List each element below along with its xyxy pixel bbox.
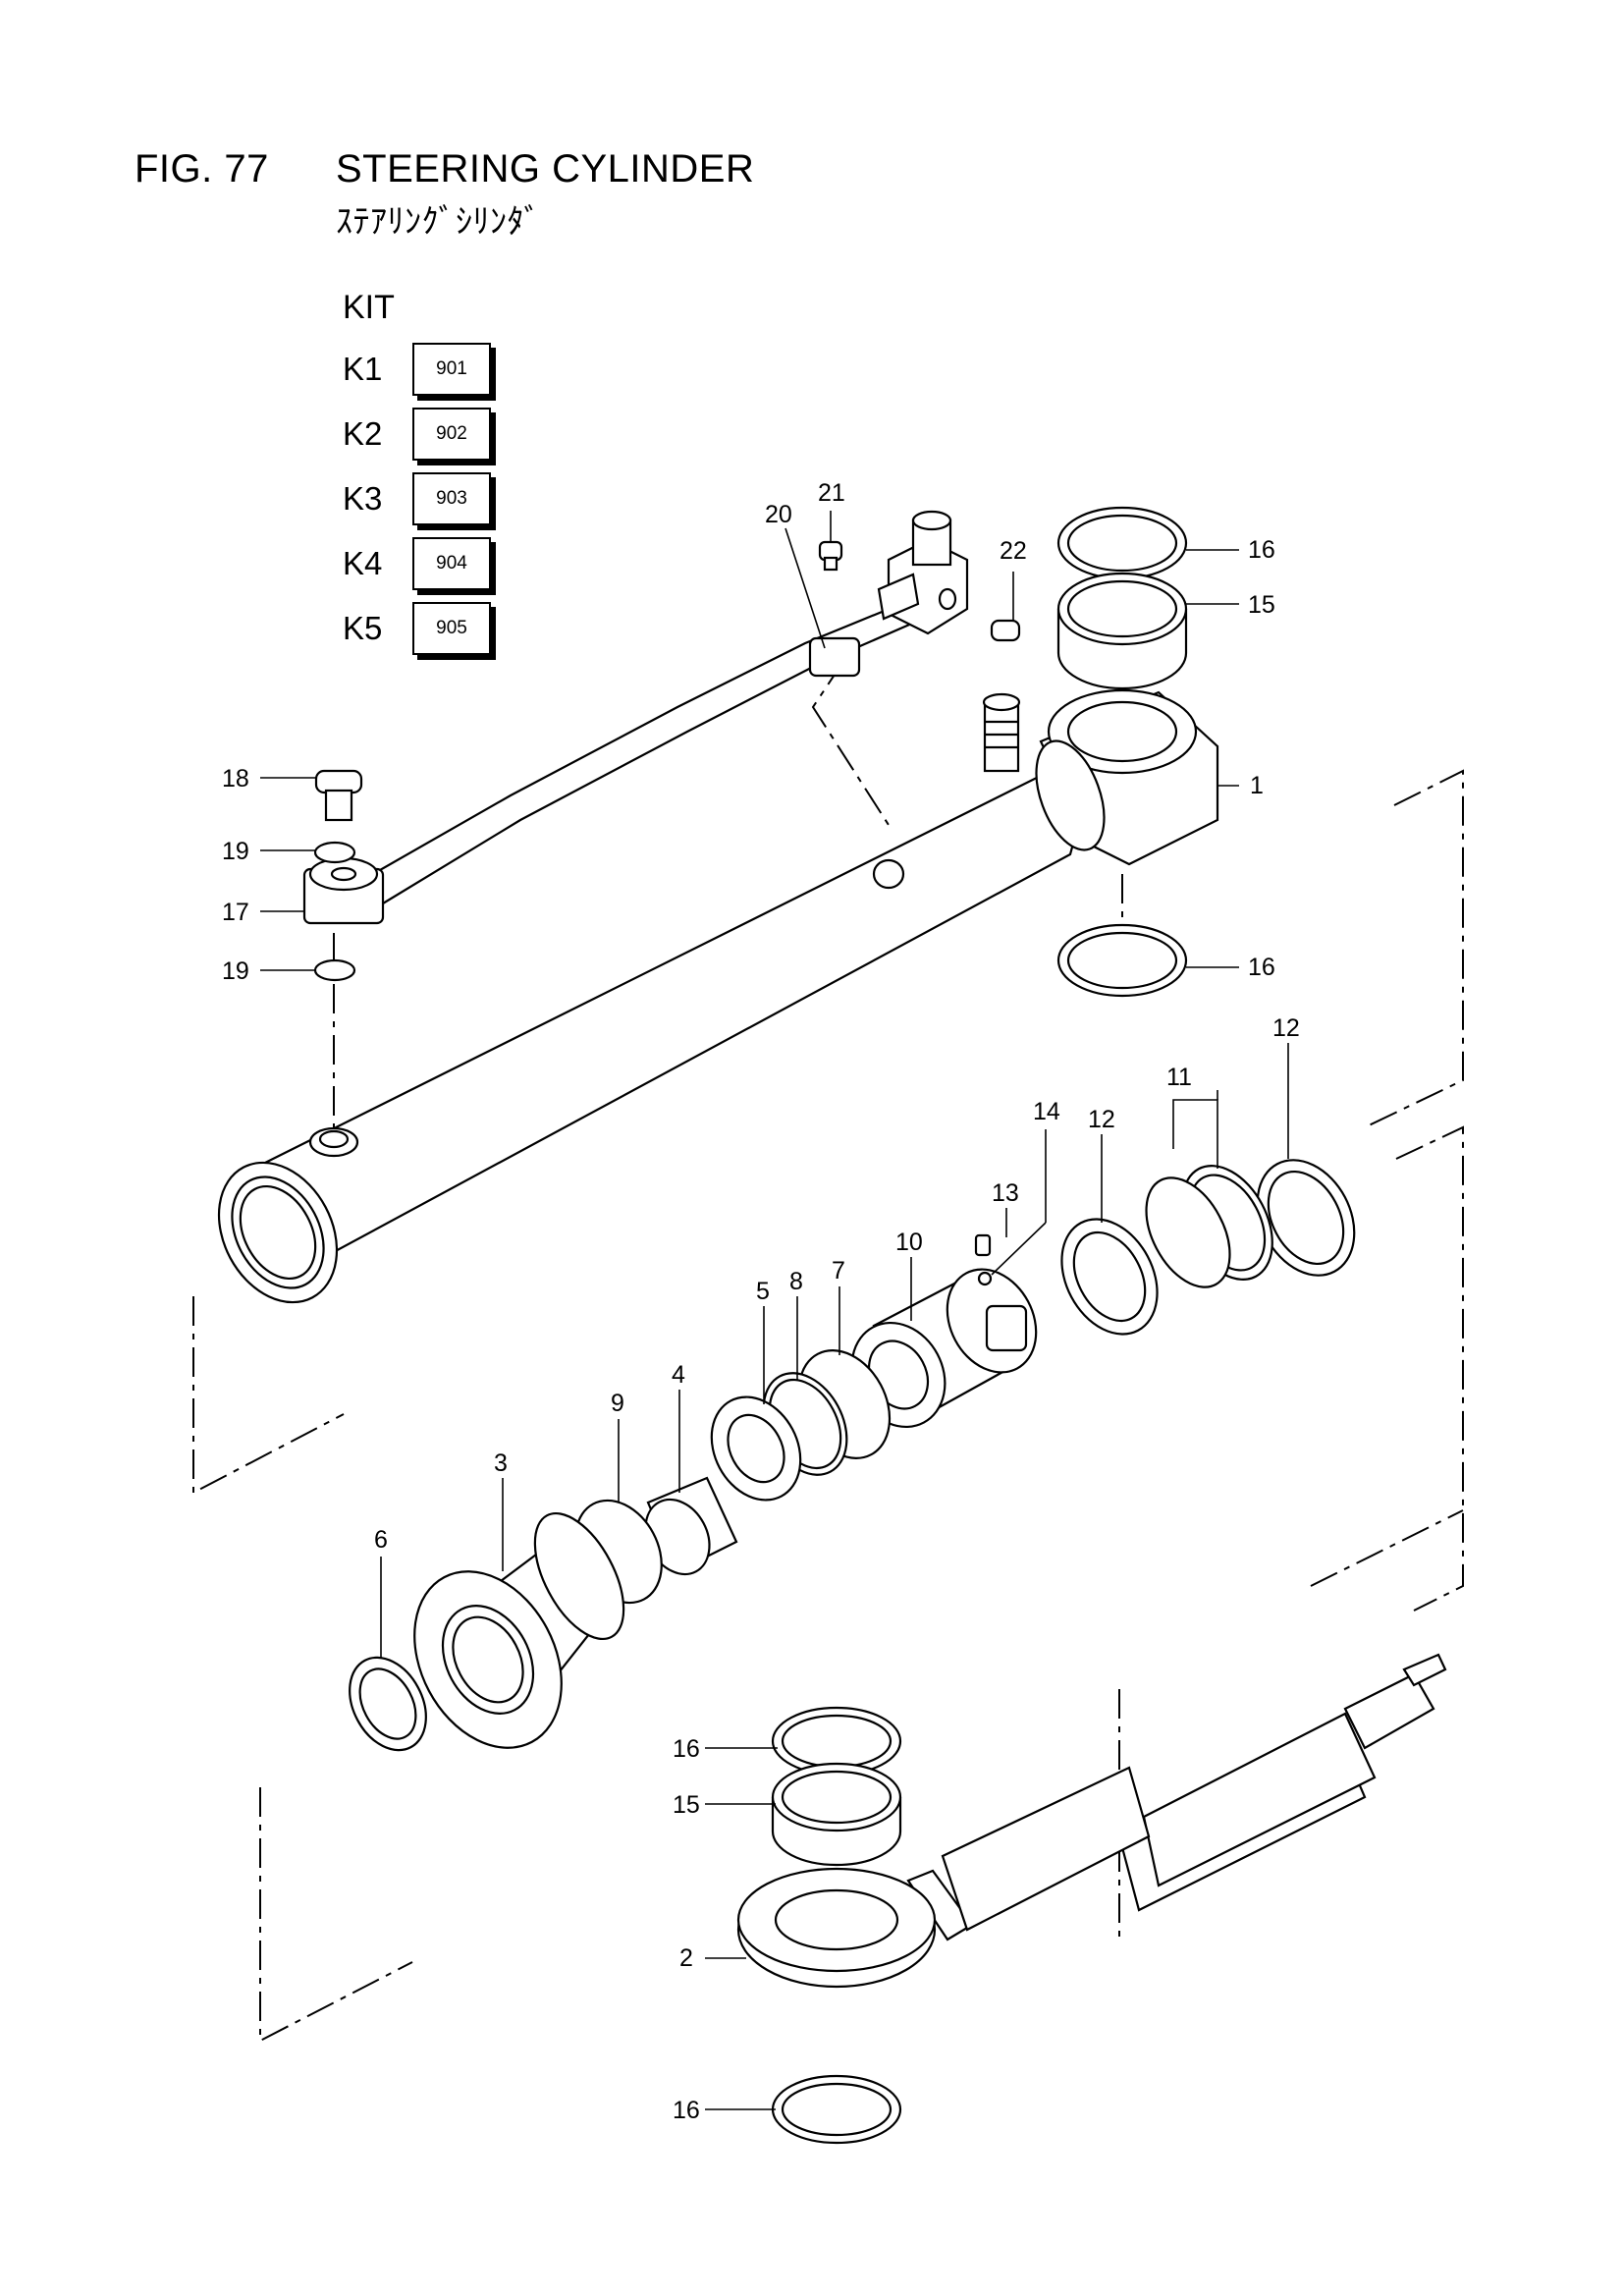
- callout-17: 17: [222, 899, 249, 926]
- kit-row-k1: K1 901: [343, 343, 510, 398]
- kit-name: K3: [343, 480, 383, 517]
- callout-labels: 1 2 3 4 5 6 7 8 9 10 11 12 12 13 14 15 1…: [222, 479, 1300, 2124]
- kit-row-k4: K4 904: [343, 537, 510, 592]
- cylinder-barrel: [217, 688, 1219, 1304]
- kit-row-k2: K2 902: [343, 408, 510, 463]
- kit-code-box[interactable]: 901: [412, 343, 491, 396]
- callout-19a: 19: [222, 838, 249, 865]
- callout-14: 14: [1033, 1098, 1060, 1125]
- dust-seal: [349, 1656, 427, 1752]
- fittings: [313, 540, 1021, 982]
- eye-bushings-bottom: [771, 1706, 902, 2145]
- callout-11: 11: [1166, 1064, 1192, 1091]
- figure-title: STEERING CYLINDER: [336, 147, 755, 191]
- callout-16a: 16: [1248, 536, 1275, 564]
- piston-rod: [736, 1653, 1447, 1989]
- callout-16b: 16: [1248, 954, 1275, 981]
- kit-name: K2: [343, 415, 383, 452]
- callout-1: 1: [1250, 772, 1264, 799]
- kit-row-k5: K5 905: [343, 602, 510, 657]
- kit-name: K4: [343, 545, 383, 581]
- kit-code-box[interactable]: 902: [412, 408, 491, 461]
- callout-15b: 15: [673, 1791, 700, 1819]
- figure-number: FIG. 77: [135, 147, 269, 191]
- callout-8: 8: [789, 1268, 803, 1295]
- kit-name: K1: [343, 351, 383, 387]
- callout-16c: 16: [673, 1735, 700, 1763]
- callout-12b: 12: [1088, 1106, 1115, 1133]
- figure-subtitle: ｽﾃｱﾘﾝｸﾞｼﾘﾝﾀﾞ: [336, 203, 541, 241]
- callout-16d: 16: [673, 2097, 700, 2124]
- callout-22: 22: [1000, 537, 1027, 565]
- kit-code-box[interactable]: 905: [412, 602, 491, 655]
- callout-13: 13: [992, 1179, 1019, 1207]
- callout-3: 3: [494, 1449, 508, 1477]
- leader-lines: [260, 511, 1289, 2110]
- callout-9: 9: [611, 1390, 624, 1417]
- callout-15a: 15: [1248, 591, 1275, 619]
- kit-code-box[interactable]: 904: [412, 537, 491, 590]
- piston-seal-parts: [574, 1159, 1356, 1605]
- kit-name: K5: [343, 610, 383, 646]
- pipe-assembly: [302, 510, 969, 925]
- callout-21: 21: [818, 479, 845, 507]
- gland: [413, 1511, 625, 1749]
- callout-4: 4: [672, 1361, 685, 1389]
- callout-6: 6: [374, 1526, 388, 1554]
- callout-7: 7: [832, 1257, 845, 1285]
- callout-19b: 19: [222, 957, 249, 985]
- eye-bushings-top: [1056, 506, 1188, 998]
- kit-row-k3: K3 903: [343, 472, 510, 527]
- callout-5: 5: [756, 1278, 770, 1305]
- kit-heading: KIT: [343, 289, 395, 326]
- callout-2: 2: [679, 1944, 693, 1972]
- callout-12a: 12: [1272, 1014, 1300, 1042]
- callout-10: 10: [895, 1229, 923, 1256]
- callout-18: 18: [222, 765, 249, 793]
- callout-20: 20: [765, 501, 792, 528]
- kit-code-box[interactable]: 903: [412, 472, 491, 525]
